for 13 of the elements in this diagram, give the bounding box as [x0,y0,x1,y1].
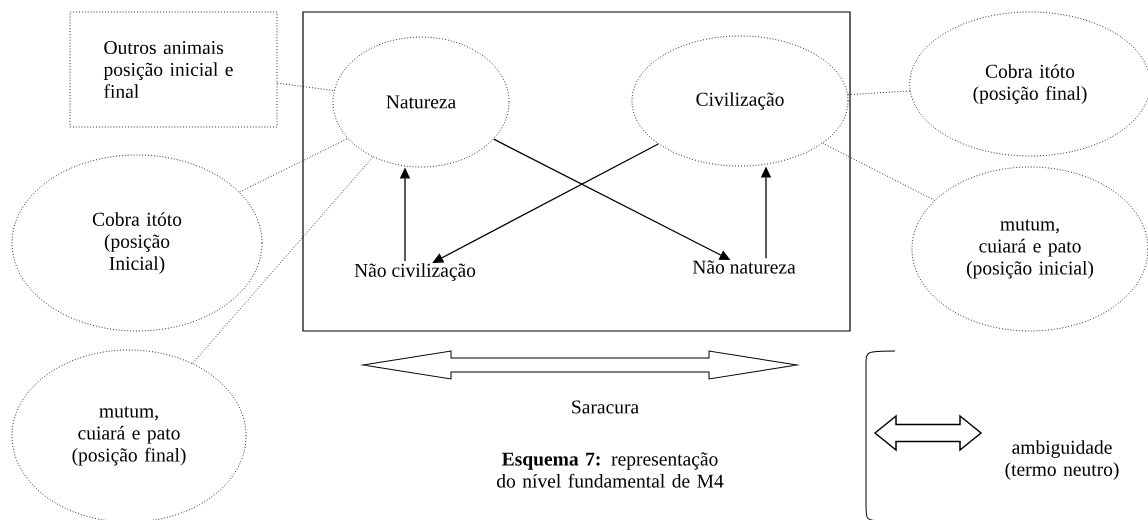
leader-line [277,82,335,91]
caption: Esquema 7: representação do nível fundamental de M4 [497,452,724,488]
leader-line [239,138,348,193]
legend-text: ambiguidade (termo neutro) [1005,440,1119,480]
term-label: Não natureza [692,260,796,274]
note-box: Outros animais posição inicial e final [69,11,278,128]
arrow [432,143,659,263]
leader-line [822,142,935,201]
frame-box [302,11,851,332]
leader-line [847,90,911,96]
leader-line [192,156,374,364]
term-label: Não civilização [354,263,476,281]
arrow-label: Saracura [572,400,639,414]
